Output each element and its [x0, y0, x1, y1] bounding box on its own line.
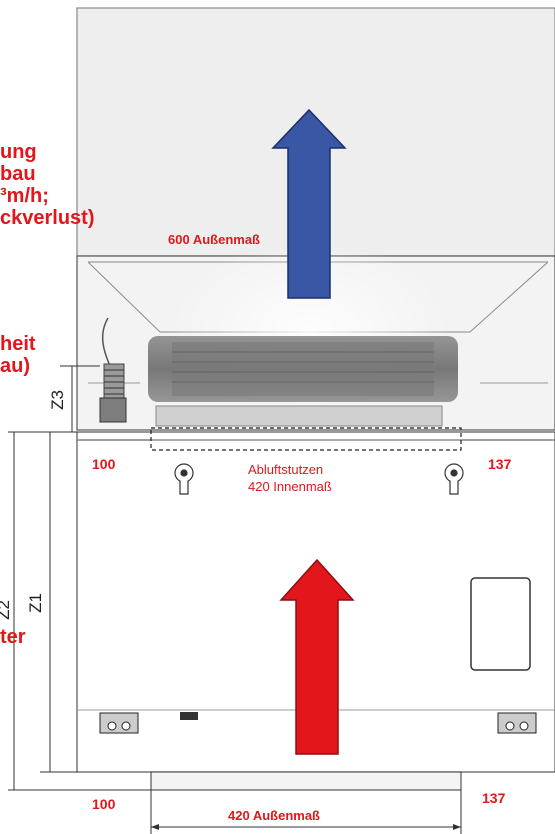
- dim-420-arrow-right: [453, 824, 461, 830]
- cable-gland: [99, 397, 127, 423]
- label-line-1: ung: [0, 141, 37, 163]
- dim-label-100-top: 100: [92, 456, 116, 472]
- label-line-3: ³m/h;: [0, 185, 49, 207]
- dim-label-abluft-inner: 420 Innenmaß: [248, 479, 332, 494]
- label-line-5: heit: [0, 333, 36, 355]
- fan-base: [155, 405, 443, 427]
- spring-coils: [104, 369, 124, 395]
- switch: [180, 712, 198, 720]
- label-line-7: ter: [0, 626, 26, 648]
- dim-label-z1: Z1: [25, 593, 45, 613]
- dim-label-420-outer: 420 Außenmaß: [228, 808, 320, 823]
- dim-label-137-bottom: 137: [482, 790, 506, 806]
- label-line-2: bau: [0, 163, 36, 185]
- dim-label-z3: Z3: [47, 390, 67, 410]
- exhaust-arrow: [271, 108, 347, 299]
- cable: [101, 317, 111, 367]
- dim-label-600-outer: 600 Außenmaß: [168, 232, 260, 247]
- fan-blades: [172, 351, 434, 383]
- dim-label-100-bottom: 100: [92, 796, 116, 812]
- label-line-6: au): [0, 355, 30, 377]
- bottom-outlet: [150, 771, 462, 791]
- hinge-left: [99, 712, 139, 734]
- label-line-4: ckverlust): [0, 207, 95, 229]
- supply-arrow: [279, 558, 355, 755]
- dim-420-arrow-left: [151, 824, 159, 830]
- abluft-outlet: [150, 427, 462, 451]
- control-panel: [470, 577, 531, 671]
- dim-label-z2: Z2: [0, 600, 13, 620]
- latch-left: [174, 463, 194, 495]
- hinge-right: [497, 712, 537, 734]
- dim-label-abluft-title: Abluftstutzen: [248, 462, 324, 477]
- cable-spring: [103, 363, 125, 399]
- latch-right: [444, 463, 464, 495]
- fan-rotor: [172, 342, 434, 396]
- dim-label-137-top: 137: [488, 456, 512, 472]
